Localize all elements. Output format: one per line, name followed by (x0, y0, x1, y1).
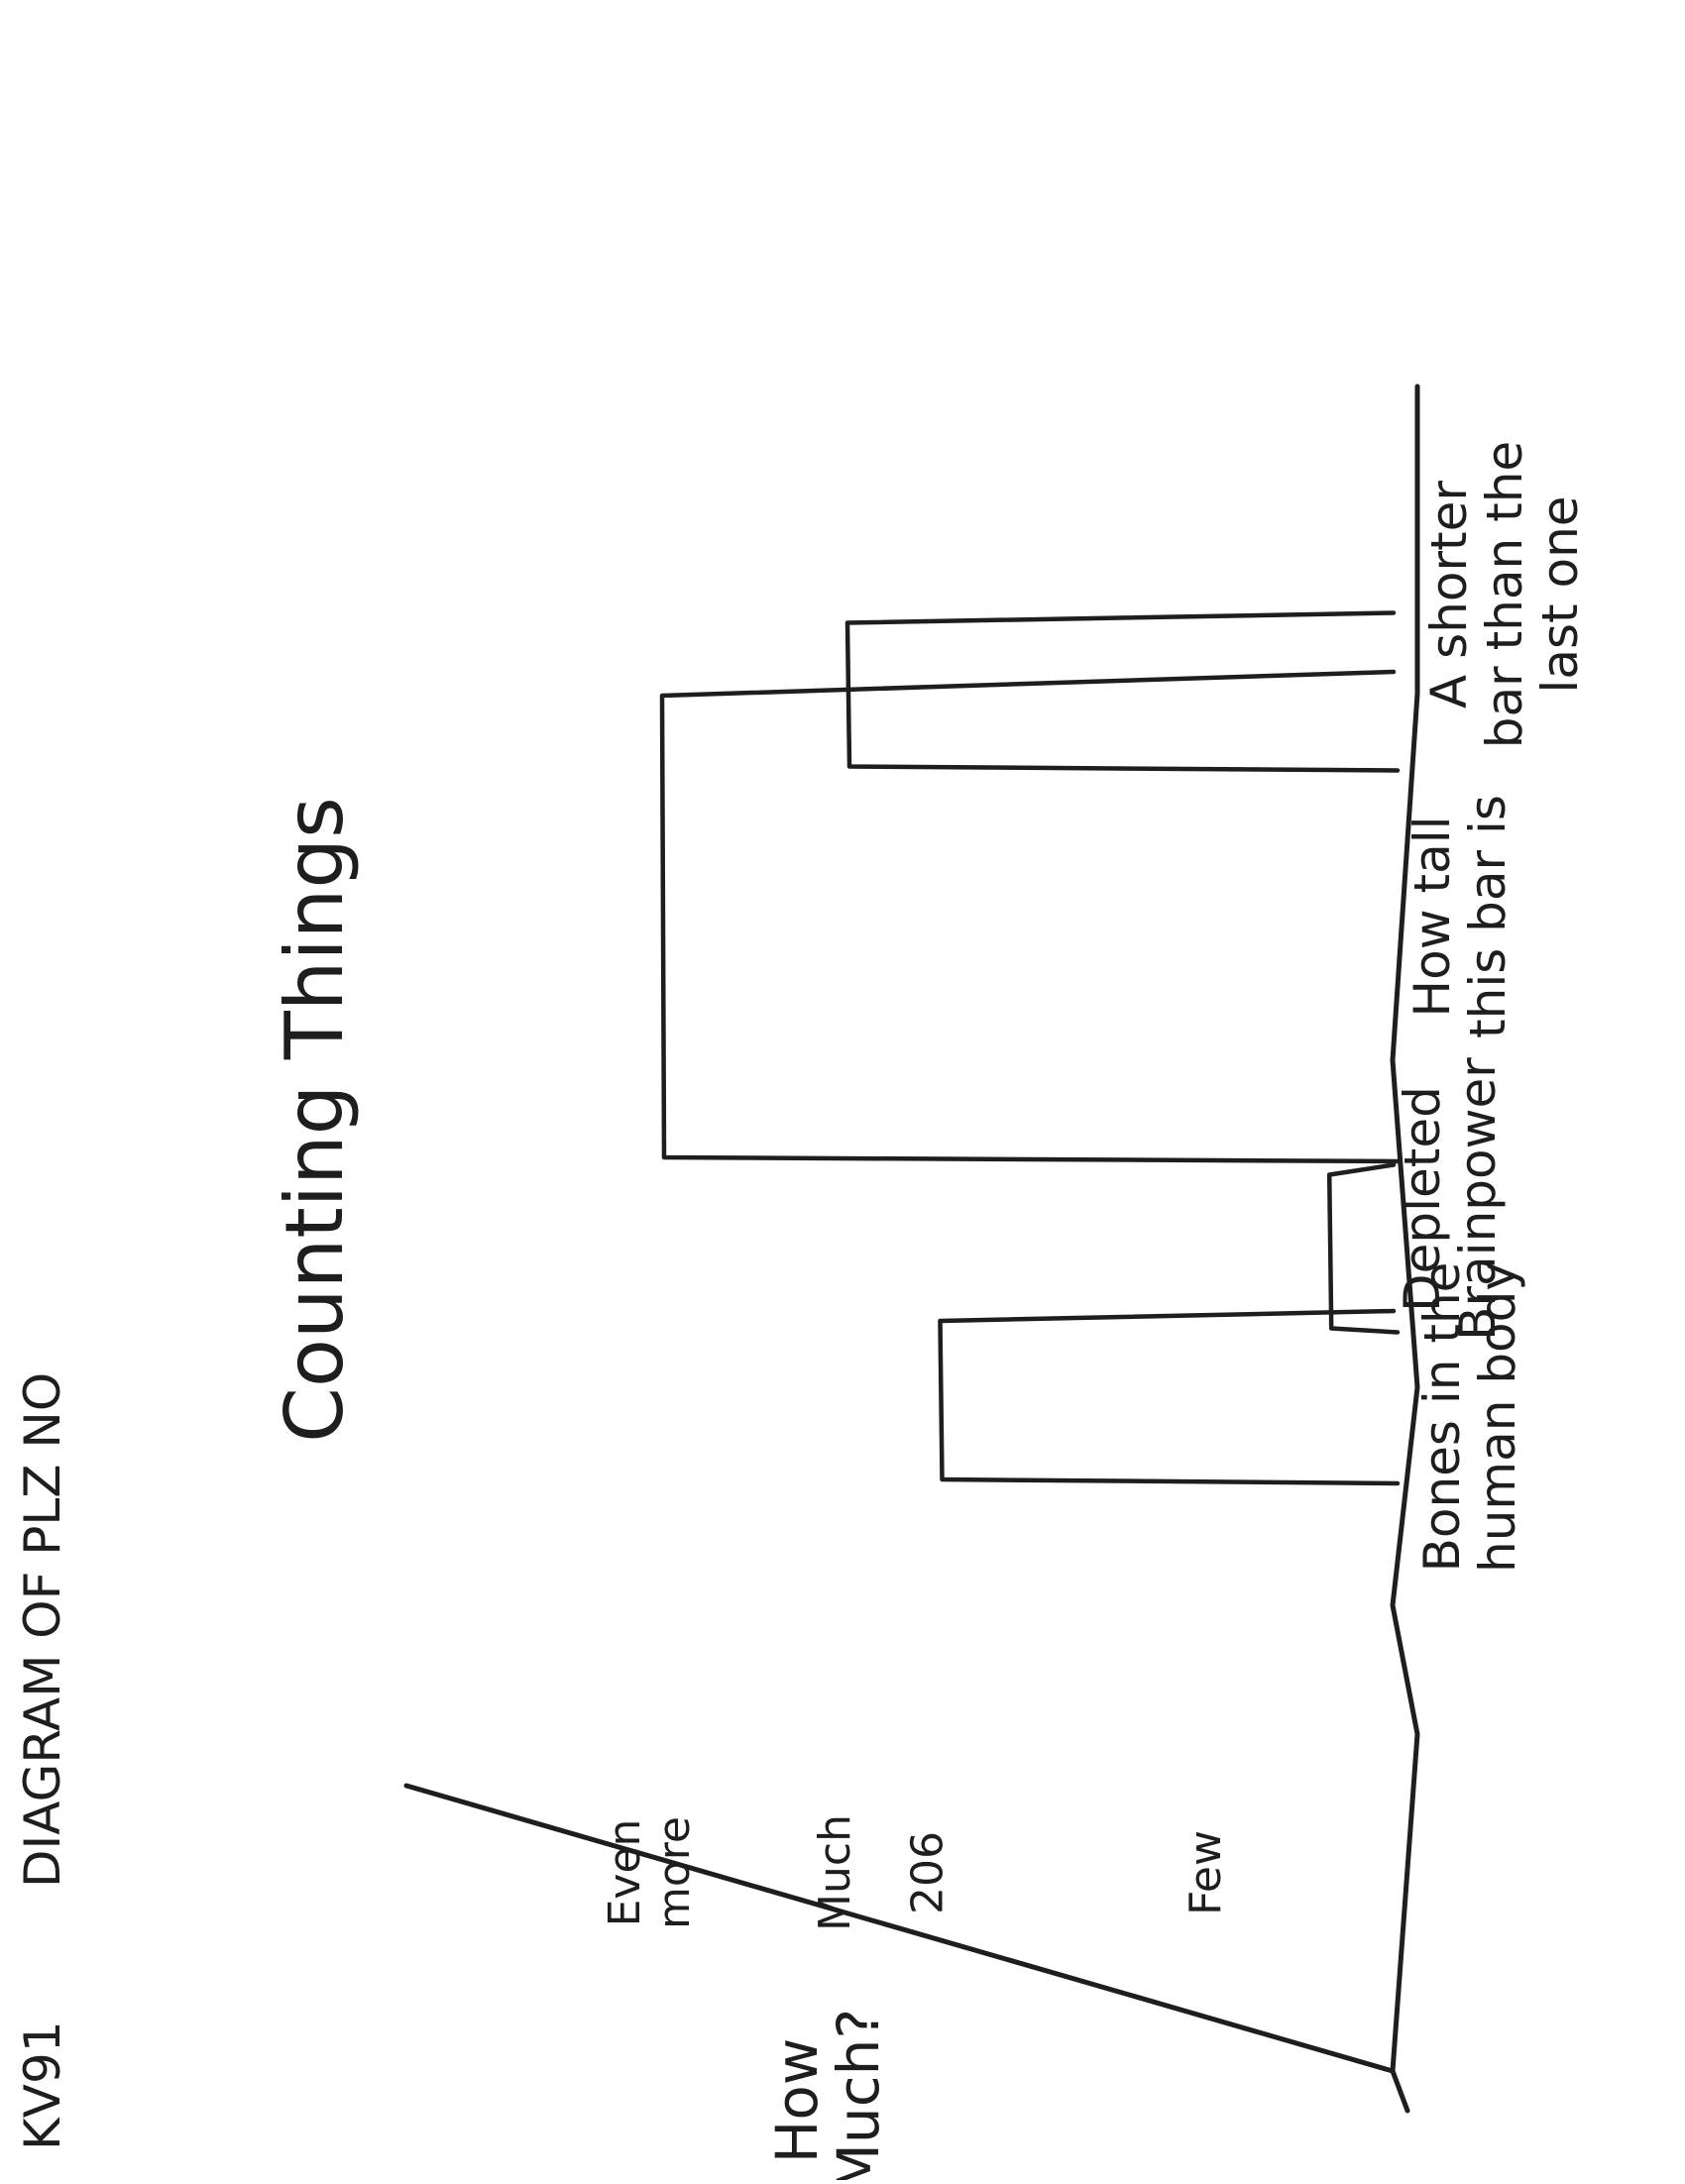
y-axis-label-text-line: How (763, 2038, 831, 2164)
bar (659, 669, 1401, 1164)
header-code: KV91 (14, 2020, 71, 2150)
category-label-line: Bones in the (1413, 1262, 1471, 1573)
y-axis-label-text-line: Much? (825, 2009, 892, 2180)
category-label-line: Depleted (1394, 1086, 1451, 1312)
category-label-line: last one (1531, 495, 1589, 693)
category-label: DepletedBrainpower (1394, 1057, 1507, 1341)
category-label: Bones in thehuman body (1413, 1261, 1526, 1573)
category-label-line: human body (1469, 1261, 1526, 1573)
y-tick-label: Evenmore (600, 1816, 700, 1929)
header-caption: DIAGRAM OF PLZ NO (14, 1372, 71, 1888)
y-tick-label-line: 206 (903, 1831, 954, 1914)
category-label: A shorterbar than thelast one (1420, 441, 1589, 748)
category-label-line: bar than the (1476, 441, 1533, 748)
y-tick-label-line: Much (810, 1814, 860, 1931)
y-tick-label-line: Even (600, 1819, 650, 1927)
y-tick-label: Few (1180, 1830, 1231, 1915)
y-axis-label: HowMuch? (763, 2009, 892, 2184)
y-tick-label-line: more (649, 1816, 700, 1929)
bar (844, 610, 1401, 773)
category-label-line: this bar is (1459, 795, 1516, 1038)
bars (659, 610, 1401, 1486)
category-label-line: A shorter (1420, 481, 1478, 709)
y-tick-label-line: Few (1180, 1830, 1231, 1915)
category-label-line: How tall (1404, 816, 1461, 1017)
y-axis-label-text: HowMuch? (763, 2009, 892, 2180)
x-axis-line (1390, 383, 1420, 2114)
y-tick-label: Much (810, 1814, 860, 1931)
y-axis-line (403, 1783, 1396, 2074)
y-tick-label: 206 (903, 1831, 954, 1914)
chart-title: Counting Things (269, 797, 361, 1443)
category-labels: Bones in thehuman bodyDepletedBrainpower… (1394, 441, 1589, 1573)
bar (1326, 1162, 1401, 1335)
category-label: How tallthis bar is (1404, 795, 1516, 1038)
bar (938, 1308, 1401, 1486)
category-label-line: Brainpower (1449, 1057, 1507, 1341)
y-tick-labels: Few 206 Much Evenmore (600, 1814, 1231, 1931)
